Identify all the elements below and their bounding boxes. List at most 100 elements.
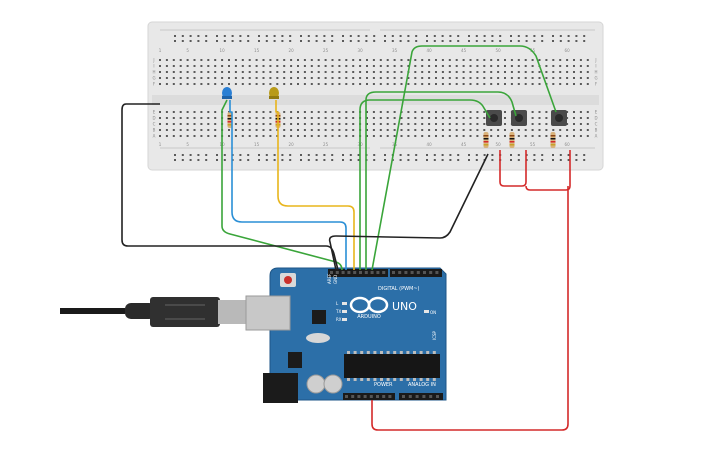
wire-red-button-1-2[interactable] — [499, 150, 527, 187]
reset-button[interactable] — [284, 276, 292, 284]
breadboard-hole — [566, 135, 569, 137]
breadboard-hole — [352, 123, 355, 125]
breadboard-hole — [586, 77, 589, 79]
breadboard-hole — [172, 77, 175, 79]
wire-green-button-2[interactable] — [365, 91, 517, 270]
rail-hole — [174, 40, 176, 42]
pushbutton-2[interactable] — [511, 110, 527, 126]
breadboard-hole — [172, 83, 175, 85]
breadboard-hole — [379, 59, 382, 61]
breadboard-hole — [186, 129, 189, 131]
breadboard-hole — [179, 65, 182, 67]
rail-hole — [357, 35, 360, 37]
breadboard-hole — [352, 71, 355, 73]
rail-hole — [239, 159, 242, 161]
wire-red-button-2-3[interactable] — [525, 150, 571, 191]
breadboard-hole — [586, 59, 589, 61]
breadboard-hole — [324, 71, 327, 73]
breadboard-hole — [538, 71, 541, 73]
rail-hole — [433, 40, 436, 42]
breadboard-hole — [159, 135, 161, 137]
header-hole — [376, 271, 380, 274]
pushbutton-1[interactable] — [486, 110, 502, 126]
breadboard-hole — [193, 135, 196, 137]
breadboard-hole — [338, 77, 341, 79]
breadboard-hole — [283, 77, 286, 79]
wire-yellow-led[interactable] — [275, 100, 355, 270]
usb-cable[interactable] — [60, 297, 246, 327]
header-power — [343, 393, 395, 400]
rail-hole — [552, 159, 554, 161]
breadboard-hole — [483, 83, 486, 85]
rail-hole — [289, 154, 292, 156]
breadboard-hole — [179, 123, 182, 125]
rail-hole — [216, 159, 218, 161]
blue-led[interactable] — [222, 87, 232, 99]
wires[interactable] — [121, 45, 571, 431]
rail-hole — [223, 159, 226, 161]
column-number: 50 — [496, 142, 502, 147]
breadboard-hole — [303, 83, 306, 85]
header-hole — [359, 271, 362, 274]
pushbutton-1-cap[interactable] — [490, 114, 498, 122]
breadboard-hole — [200, 71, 203, 73]
pushbutton-3-cap[interactable] — [555, 114, 563, 122]
wire-blue-led[interactable] — [229, 100, 347, 270]
wire-green-button-1[interactable] — [359, 99, 491, 270]
arduino-uno-board[interactable]: ARDUINO UNO DIGITAL (PWM~) POWER ANALOG … — [245, 267, 447, 403]
breadboard[interactable]: 1155101015152020252530303535404045455050… — [147, 21, 604, 171]
resistor-button-3[interactable] — [550, 132, 556, 148]
breadboard-hole — [545, 77, 548, 79]
rail-hole — [483, 35, 486, 37]
breadboard-hole — [407, 111, 410, 113]
breadboard-hole — [359, 83, 362, 85]
breadboard-hole — [352, 65, 355, 67]
breadboard-hole — [407, 123, 410, 125]
header-analog — [399, 393, 443, 400]
rail-hole — [457, 159, 460, 161]
rail-hole — [499, 40, 502, 42]
breadboard-hole — [214, 71, 217, 73]
rail-hole — [415, 35, 418, 37]
resistor-button-1[interactable] — [483, 132, 489, 148]
rail-hole — [181, 159, 184, 161]
wire-green-button-3[interactable] — [371, 45, 557, 271]
wire-red-5v[interactable] — [371, 186, 569, 431]
breadboard-hole — [172, 65, 175, 67]
breadboard-hole — [241, 59, 244, 61]
wire-black-gnd-button[interactable] — [328, 153, 489, 271]
breadboard-hole — [455, 65, 458, 67]
rail-hole — [181, 40, 184, 42]
breadboard-hole — [248, 129, 251, 131]
chip-leg — [419, 378, 423, 381]
breadboard-hole — [524, 83, 527, 85]
resistor-button-2[interactable] — [509, 132, 515, 148]
rail-hole — [365, 35, 368, 37]
breadboard-hole — [579, 117, 582, 119]
yellow-led[interactable] — [269, 87, 279, 99]
breadboard-hole — [255, 71, 258, 73]
breadboard-hole — [448, 129, 451, 131]
chip-leg — [432, 351, 436, 354]
capacitor-1 — [306, 374, 326, 394]
wire-green-led-gnd[interactable] — [221, 99, 343, 271]
breadboard-hole — [435, 59, 437, 61]
pushbutton-2-cap[interactable] — [515, 114, 523, 122]
header-hole — [423, 271, 426, 274]
breadboard-hole — [179, 77, 182, 79]
breadboard-hole — [476, 71, 479, 73]
pushbutton-3[interactable] — [551, 110, 567, 126]
breadboard-hole — [428, 117, 431, 119]
breadboard-hole — [207, 77, 210, 79]
rail-hole — [349, 35, 352, 37]
breadboard-hole — [504, 129, 506, 131]
breadboard-hole — [214, 59, 217, 61]
breadboard-hole — [490, 83, 493, 85]
rail-hole — [273, 35, 276, 37]
column-number: 25 — [323, 48, 329, 53]
breadboard-hole — [186, 71, 189, 73]
breadboard-hole — [538, 117, 541, 119]
tx-led — [342, 310, 347, 313]
